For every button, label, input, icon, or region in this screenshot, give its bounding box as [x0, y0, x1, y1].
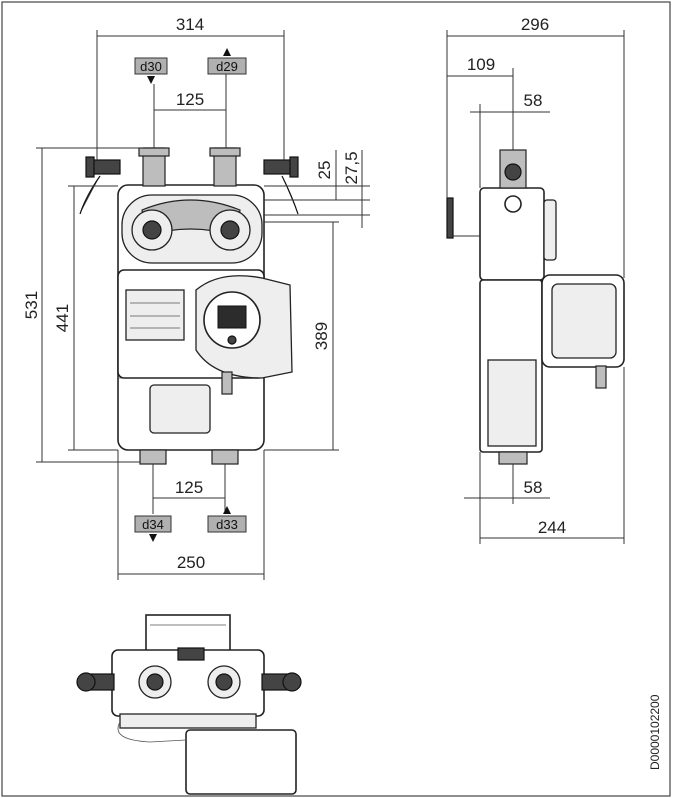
top-terminal — [177, 647, 205, 661]
dim-pipe-offset-bottom: 58 — [524, 478, 543, 497]
top-controller-box — [185, 729, 297, 795]
tag-top-right: d29 — [216, 59, 238, 74]
dim-bottom-pipe-spacing: 125 — [175, 478, 203, 497]
side-sensor — [595, 365, 607, 389]
tag-bottom-left: d34 — [142, 517, 164, 532]
controller-display — [217, 305, 247, 329]
dim-body-depth: 244 — [538, 518, 566, 537]
tag-top-left: d30 — [140, 59, 162, 74]
sensor-probe — [221, 371, 233, 395]
top-left-fitting — [76, 672, 96, 692]
bottom-right-pipe — [211, 449, 239, 465]
dim-bottom-width: 250 — [177, 553, 205, 572]
dim-total-height: 531 — [22, 291, 41, 319]
dim-handle-offset: 109 — [467, 55, 495, 74]
lower-window — [149, 384, 211, 434]
dim-offset-27-5: 27,5 — [342, 151, 361, 184]
tag-bottom-right: d33 — [216, 517, 238, 532]
bottom-left-pipe — [139, 449, 167, 465]
arrow-up-icon — [223, 506, 231, 514]
arrow-down-icon — [147, 76, 155, 84]
dim-pipe-offset-top: 58 — [524, 91, 543, 110]
dim-top-width: 314 — [176, 15, 204, 34]
dim-lower-height: 389 — [312, 322, 331, 350]
top-view — [76, 614, 302, 795]
front-view: 314 d30 d29 125 531 441 389 25 — [22, 15, 370, 580]
side-bottom-pipe — [498, 451, 528, 465]
dim-body-height: 441 — [53, 304, 72, 332]
dim-top-pipe-spacing: 125 — [176, 90, 204, 109]
pump-motor — [125, 289, 185, 341]
drawing-code: D0000102200 — [648, 694, 662, 770]
dim-total-depth: 296 — [521, 15, 549, 34]
side-handle — [446, 197, 454, 239]
top-right-fitting — [282, 672, 302, 692]
dim-offset-25: 25 — [315, 161, 334, 180]
arrow-up-icon — [223, 48, 231, 56]
arrow-down-icon — [149, 534, 157, 542]
top-bracket — [145, 614, 231, 652]
side-view: 296 109 58 58 244 — [446, 15, 625, 544]
